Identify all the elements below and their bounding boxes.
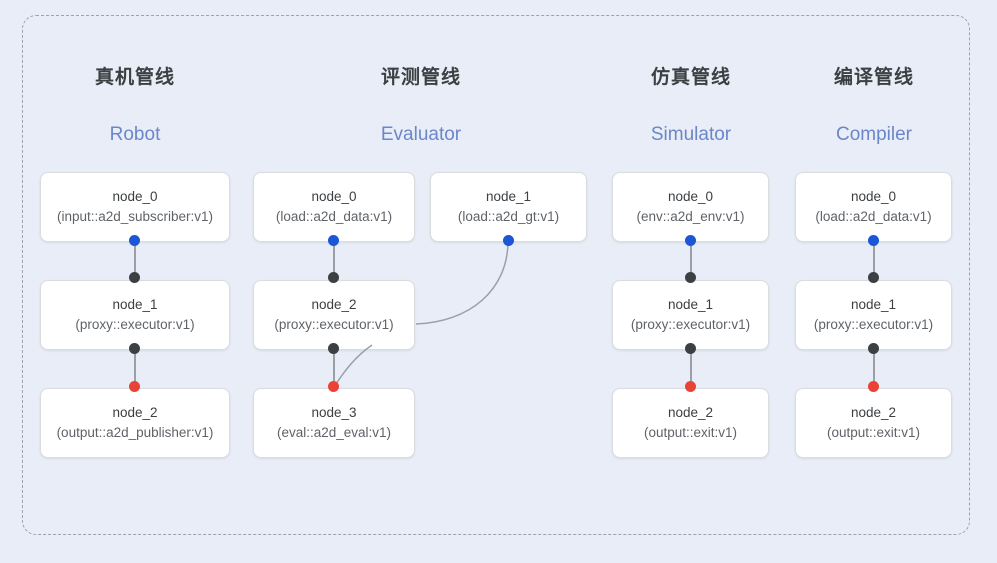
port-input-compiler-2[interactable]: [868, 381, 879, 392]
port-input-compiler-1[interactable]: [868, 272, 879, 283]
port-input-evaluator-2[interactable]: [328, 272, 339, 283]
node-name: node_1: [850, 297, 897, 312]
node-spec: (input::a2d_subscriber:v1): [56, 209, 214, 224]
column-title-compiler-cn: 编译管线: [833, 67, 914, 88]
node-simulator-2[interactable]: node_2 (output::exit:v1): [612, 388, 769, 458]
node-spec: (proxy::executor:v1): [630, 317, 751, 332]
edge-simulator-1-2: [690, 348, 692, 388]
node-name: node_0: [850, 189, 897, 204]
column-title-compiler-en: Compiler: [835, 124, 913, 145]
node-name: node_2: [850, 405, 897, 420]
port-input-robot-1[interactable]: [129, 272, 140, 283]
edge-robot-0-1: [134, 240, 136, 280]
column-title-robot-cn: 真机管线: [94, 67, 175, 88]
node-evaluator-2[interactable]: node_2 (proxy::executor:v1): [253, 280, 415, 350]
port-output-simulator-0[interactable]: [685, 235, 696, 246]
edge-simulator-0-1: [690, 240, 692, 280]
column-title-robot-en: Robot: [109, 124, 161, 145]
node-evaluator-0[interactable]: node_0 (load::a2d_data:v1): [253, 172, 415, 242]
edge-evaluator-0-2: [333, 240, 335, 280]
node-spec: (output::a2d_publisher:v1): [56, 425, 214, 440]
node-compiler-2[interactable]: node_2 (output::exit:v1): [795, 388, 952, 458]
node-name: node_2: [667, 405, 714, 420]
node-spec: (proxy::executor:v1): [813, 317, 934, 332]
node-name: node_3: [311, 405, 357, 420]
node-name: node_1: [112, 297, 158, 312]
port-input-evaluator-3[interactable]: [328, 381, 339, 392]
node-name: node_1: [485, 189, 532, 204]
port-output-evaluator-0[interactable]: [328, 235, 339, 246]
node-evaluator-3[interactable]: node_3 (eval::a2d_eval:v1): [253, 388, 415, 458]
port-output-robot-1[interactable]: [129, 343, 140, 354]
port-input-simulator-2[interactable]: [685, 381, 696, 392]
node-spec: (output::exit:v1): [643, 425, 738, 440]
port-input-robot-2[interactable]: [129, 381, 140, 392]
node-name: node_0: [667, 189, 714, 204]
column-title-simulator-cn: 仿真管线: [650, 67, 731, 88]
node-name: node_2: [311, 297, 357, 312]
node-spec: (eval::a2d_eval:v1): [276, 425, 392, 440]
port-output-evaluator-1[interactable]: [503, 235, 514, 246]
node-simulator-1[interactable]: node_1 (proxy::executor:v1): [612, 280, 769, 350]
port-output-robot-0[interactable]: [129, 235, 140, 246]
node-compiler-0[interactable]: node_0 (load::a2d_data:v1): [795, 172, 952, 242]
edge-compiler-1-2: [873, 348, 875, 388]
edge-compiler-0-1: [873, 240, 875, 280]
node-robot-0[interactable]: node_0 (input::a2d_subscriber:v1): [40, 172, 230, 242]
port-output-compiler-0[interactable]: [868, 235, 879, 246]
edge-robot-1-2: [134, 348, 136, 388]
port-input-simulator-1[interactable]: [685, 272, 696, 283]
port-output-compiler-1[interactable]: [868, 343, 879, 354]
node-simulator-0[interactable]: node_0 (env::a2d_env:v1): [612, 172, 769, 242]
node-spec: (load::a2d_gt:v1): [457, 209, 560, 224]
column-title-evaluator-cn: 评测管线: [380, 67, 461, 88]
node-name: node_0: [311, 189, 357, 204]
node-spec: (output::exit:v1): [826, 425, 921, 440]
node-spec: (load::a2d_data:v1): [275, 209, 393, 224]
node-name: node_2: [112, 405, 158, 420]
node-robot-1[interactable]: node_1 (proxy::executor:v1): [40, 280, 230, 350]
node-name: node_0: [112, 189, 158, 204]
node-evaluator-1[interactable]: node_1 (load::a2d_gt:v1): [430, 172, 587, 242]
node-spec: (proxy::executor:v1): [274, 317, 394, 332]
port-output-simulator-1[interactable]: [685, 343, 696, 354]
node-spec: (proxy::executor:v1): [75, 317, 195, 332]
node-spec: (load::a2d_data:v1): [815, 209, 932, 224]
port-output-evaluator-2[interactable]: [328, 343, 339, 354]
column-title-evaluator-en: Evaluator: [380, 124, 462, 145]
column-title-simulator-en: Simulator: [650, 124, 732, 145]
node-spec: (env::a2d_env:v1): [636, 209, 745, 224]
diagram-frame: [22, 15, 970, 535]
node-robot-2[interactable]: node_2 (output::a2d_publisher:v1): [40, 388, 230, 458]
node-name: node_1: [667, 297, 714, 312]
node-compiler-1[interactable]: node_1 (proxy::executor:v1): [795, 280, 952, 350]
